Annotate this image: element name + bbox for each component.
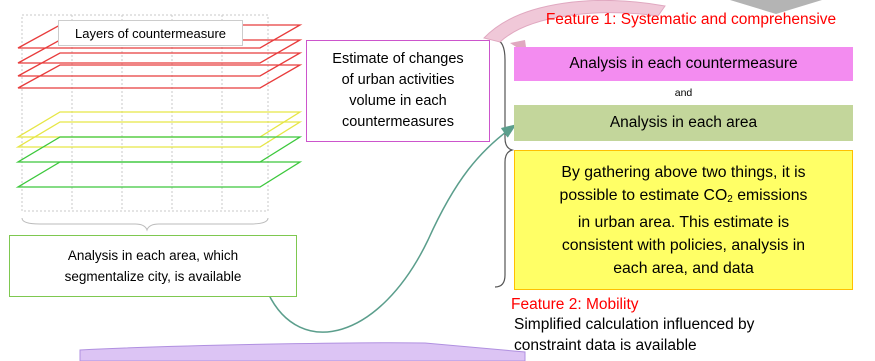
layer-yellow <box>15 111 303 138</box>
big-arrow <box>79 342 526 361</box>
estimate-box: Estimate of changes of urban activities … <box>306 40 490 142</box>
yellow-layers <box>15 111 303 148</box>
mobility-line: Simplified calculation influenced by <box>514 316 755 333</box>
analysis-area-box: Analysis in each area <box>514 105 853 141</box>
summary-line: possible to estimate CO2 emissions <box>560 184 808 211</box>
feature1-title: Feature 1: Systematic and comprehensive <box>545 11 837 28</box>
summary-line-prefix: possible to estimate CO <box>559 186 728 204</box>
summary-line: By gathering above two things, it is <box>561 163 806 181</box>
estimate-line: countermeasures <box>341 114 454 130</box>
city-grid-outline <box>21 14 269 212</box>
brace <box>494 39 515 288</box>
summary-line: consistent with policies, analysis in <box>561 236 806 254</box>
green-layers <box>15 136 303 188</box>
summary-line: each area, and data <box>613 259 754 277</box>
swoosh-arrow <box>483 0 666 43</box>
analysis-countermeasure-box: Analysis in each countermeasure <box>514 47 853 81</box>
summary-line: in urban area. This estimate is <box>577 213 790 231</box>
layer-red <box>17 64 303 89</box>
area-note-line: Analysis in each area, which <box>67 248 239 263</box>
feature2-title: Feature 2: Mobility <box>511 296 639 313</box>
arrow-area-to-analysis <box>267 124 517 333</box>
area-note-line: segmentalize city, is available <box>64 269 242 284</box>
and-label: and <box>674 87 693 99</box>
layers-caption: Layers of countermeasure <box>58 20 243 46</box>
co2-subscript: 2 <box>727 193 733 205</box>
grid-brace <box>21 217 269 232</box>
estimate-line: volume in each <box>349 93 447 109</box>
down-arrow-head <box>730 0 822 14</box>
summary-box: By gathering above two things, it is pos… <box>514 150 853 290</box>
layer-green <box>15 161 303 188</box>
mobility-line: constraint data is available <box>514 337 697 354</box>
layer-red <box>17 52 303 77</box>
estimate-line: of urban activities <box>341 72 455 88</box>
summary-line-suffix: emissions <box>732 186 808 204</box>
layer-yellow <box>15 121 303 148</box>
area-note-box: Analysis in each area, which segmentaliz… <box>9 235 297 297</box>
mobility-text: Simplified calculation influenced by con… <box>514 314 854 361</box>
estimate-line: Estimate of changes <box>332 51 464 67</box>
layer-green <box>15 136 303 163</box>
